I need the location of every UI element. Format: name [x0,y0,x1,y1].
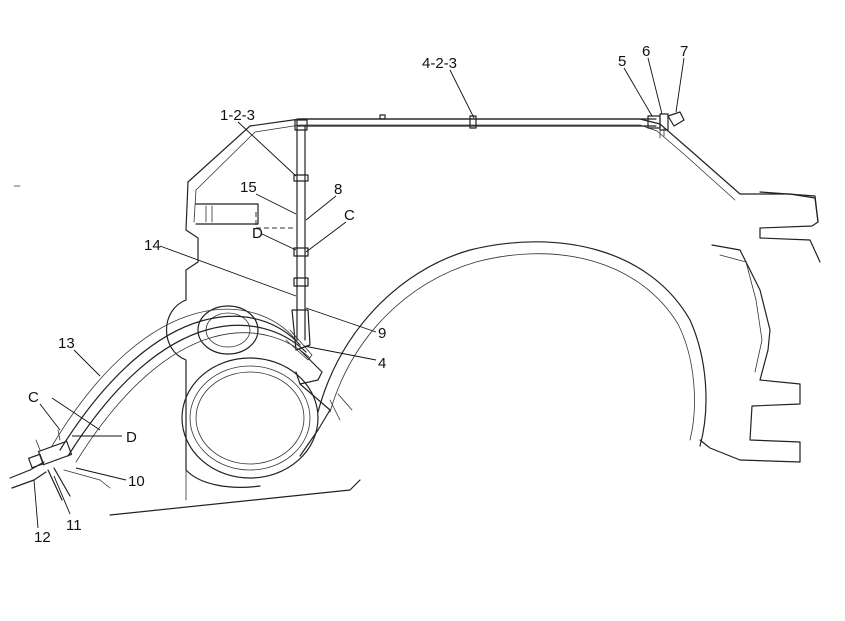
label-4-2-3: 4-2-3 [422,55,457,72]
label-15: 15 [240,179,257,196]
label-8: 8 [334,181,342,198]
label-7: 7 [680,43,688,60]
label-5: 5 [618,53,626,70]
label-c-lower: C [28,389,39,406]
label-9: 9 [378,325,386,342]
reference-dash-line [255,212,296,229]
leader-lines [33,57,685,529]
label-11: 11 [66,517,82,534]
label-13: 13 [58,335,75,352]
label-14: 14 [144,237,161,254]
label-1-2-3: 1-2-3 [220,107,255,124]
label-4: 4 [378,355,386,372]
vehicle-body-outline [13,118,821,516]
label-d-lower: D [126,429,137,446]
label-6: 6 [642,43,650,60]
label-c-upper: C [344,207,355,224]
hose-assembly [9,111,685,501]
label-10: 10 [128,473,145,490]
label-d-upper: D [252,225,263,242]
label-12: 12 [34,529,51,546]
